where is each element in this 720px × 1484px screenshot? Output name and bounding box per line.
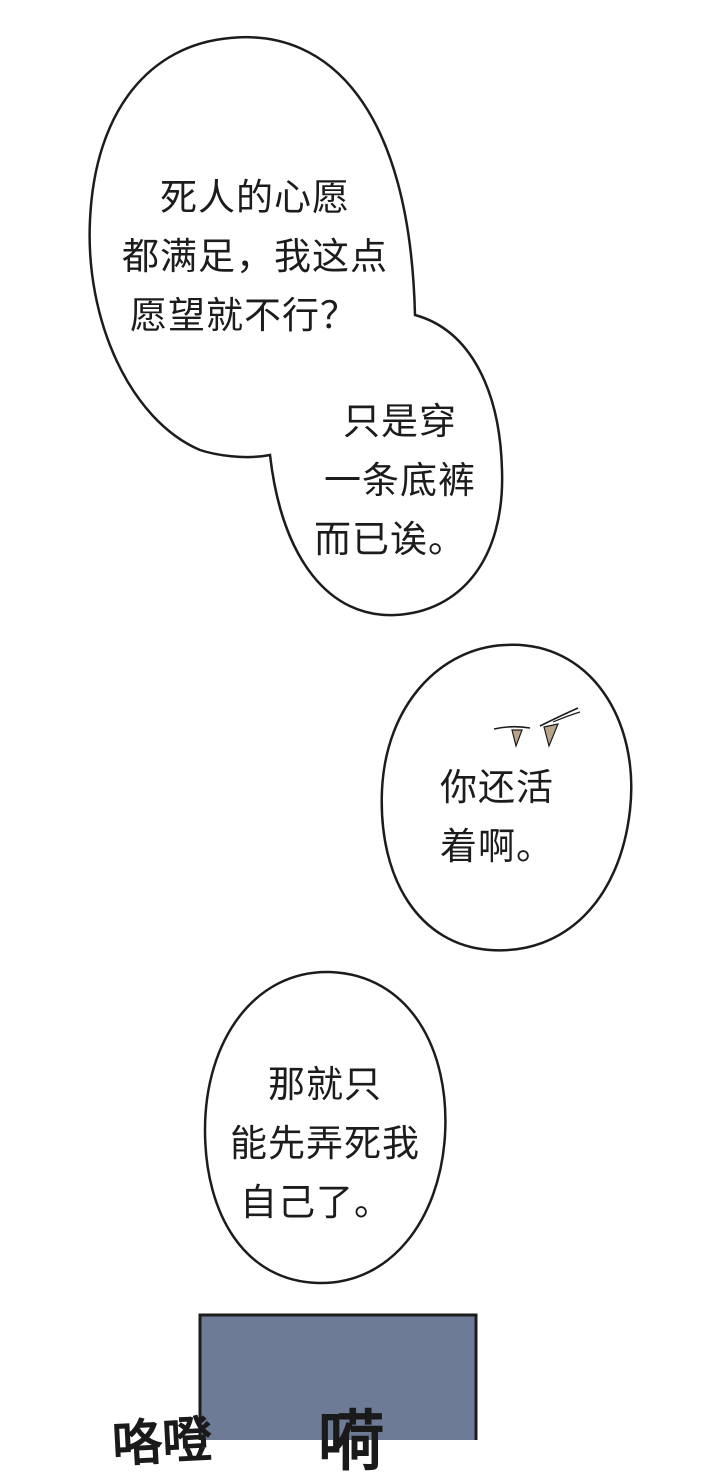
sfx-left: 咯噔 — [110, 1410, 214, 1474]
bubble-3-text: 你还活 着啊。 — [440, 758, 580, 876]
bubble-2-line-3: 而已诶。 — [314, 518, 466, 561]
bubble-4-line-1: 那就只 — [268, 1063, 382, 1106]
bubble-4-line-3: 自己了。 — [240, 1181, 392, 1224]
bubble-3-line-1: 你还活 — [440, 766, 554, 809]
bubble-3-line-2: 着啊。 — [440, 825, 554, 868]
bubble-4-text: 那就只 能先弄死我 自己了。 — [215, 1055, 435, 1232]
speech-bubble-1 — [88, 35, 504, 617]
sfx-right: 嗬 — [318, 1403, 384, 1480]
bubble-1-line-2: 都满足，我这点 — [122, 235, 388, 278]
bubble-1-line-1: 死人的心愿 — [160, 176, 350, 219]
bubble-1-text: 死人的心愿 都满足，我这点 愿望就不行？ — [105, 168, 405, 345]
bubble-2-line-1: 只是穿 — [343, 400, 457, 443]
eyes-doodle-icon — [493, 707, 581, 749]
bubble-1-line-3: 愿望就不行？ — [130, 294, 358, 337]
bubble-2-text: 只是穿 一条底裤 而已诶。 — [305, 392, 495, 569]
comic-page-art — [88, 35, 633, 1440]
speech-bubble-3 — [203, 970, 447, 1285]
bubble-4-line-2: 能先弄死我 — [230, 1122, 420, 1165]
panel-bottom — [198, 1313, 478, 1440]
speech-bubble-2 — [380, 643, 633, 952]
bubble-2-line-2: 一条底裤 — [324, 459, 476, 502]
